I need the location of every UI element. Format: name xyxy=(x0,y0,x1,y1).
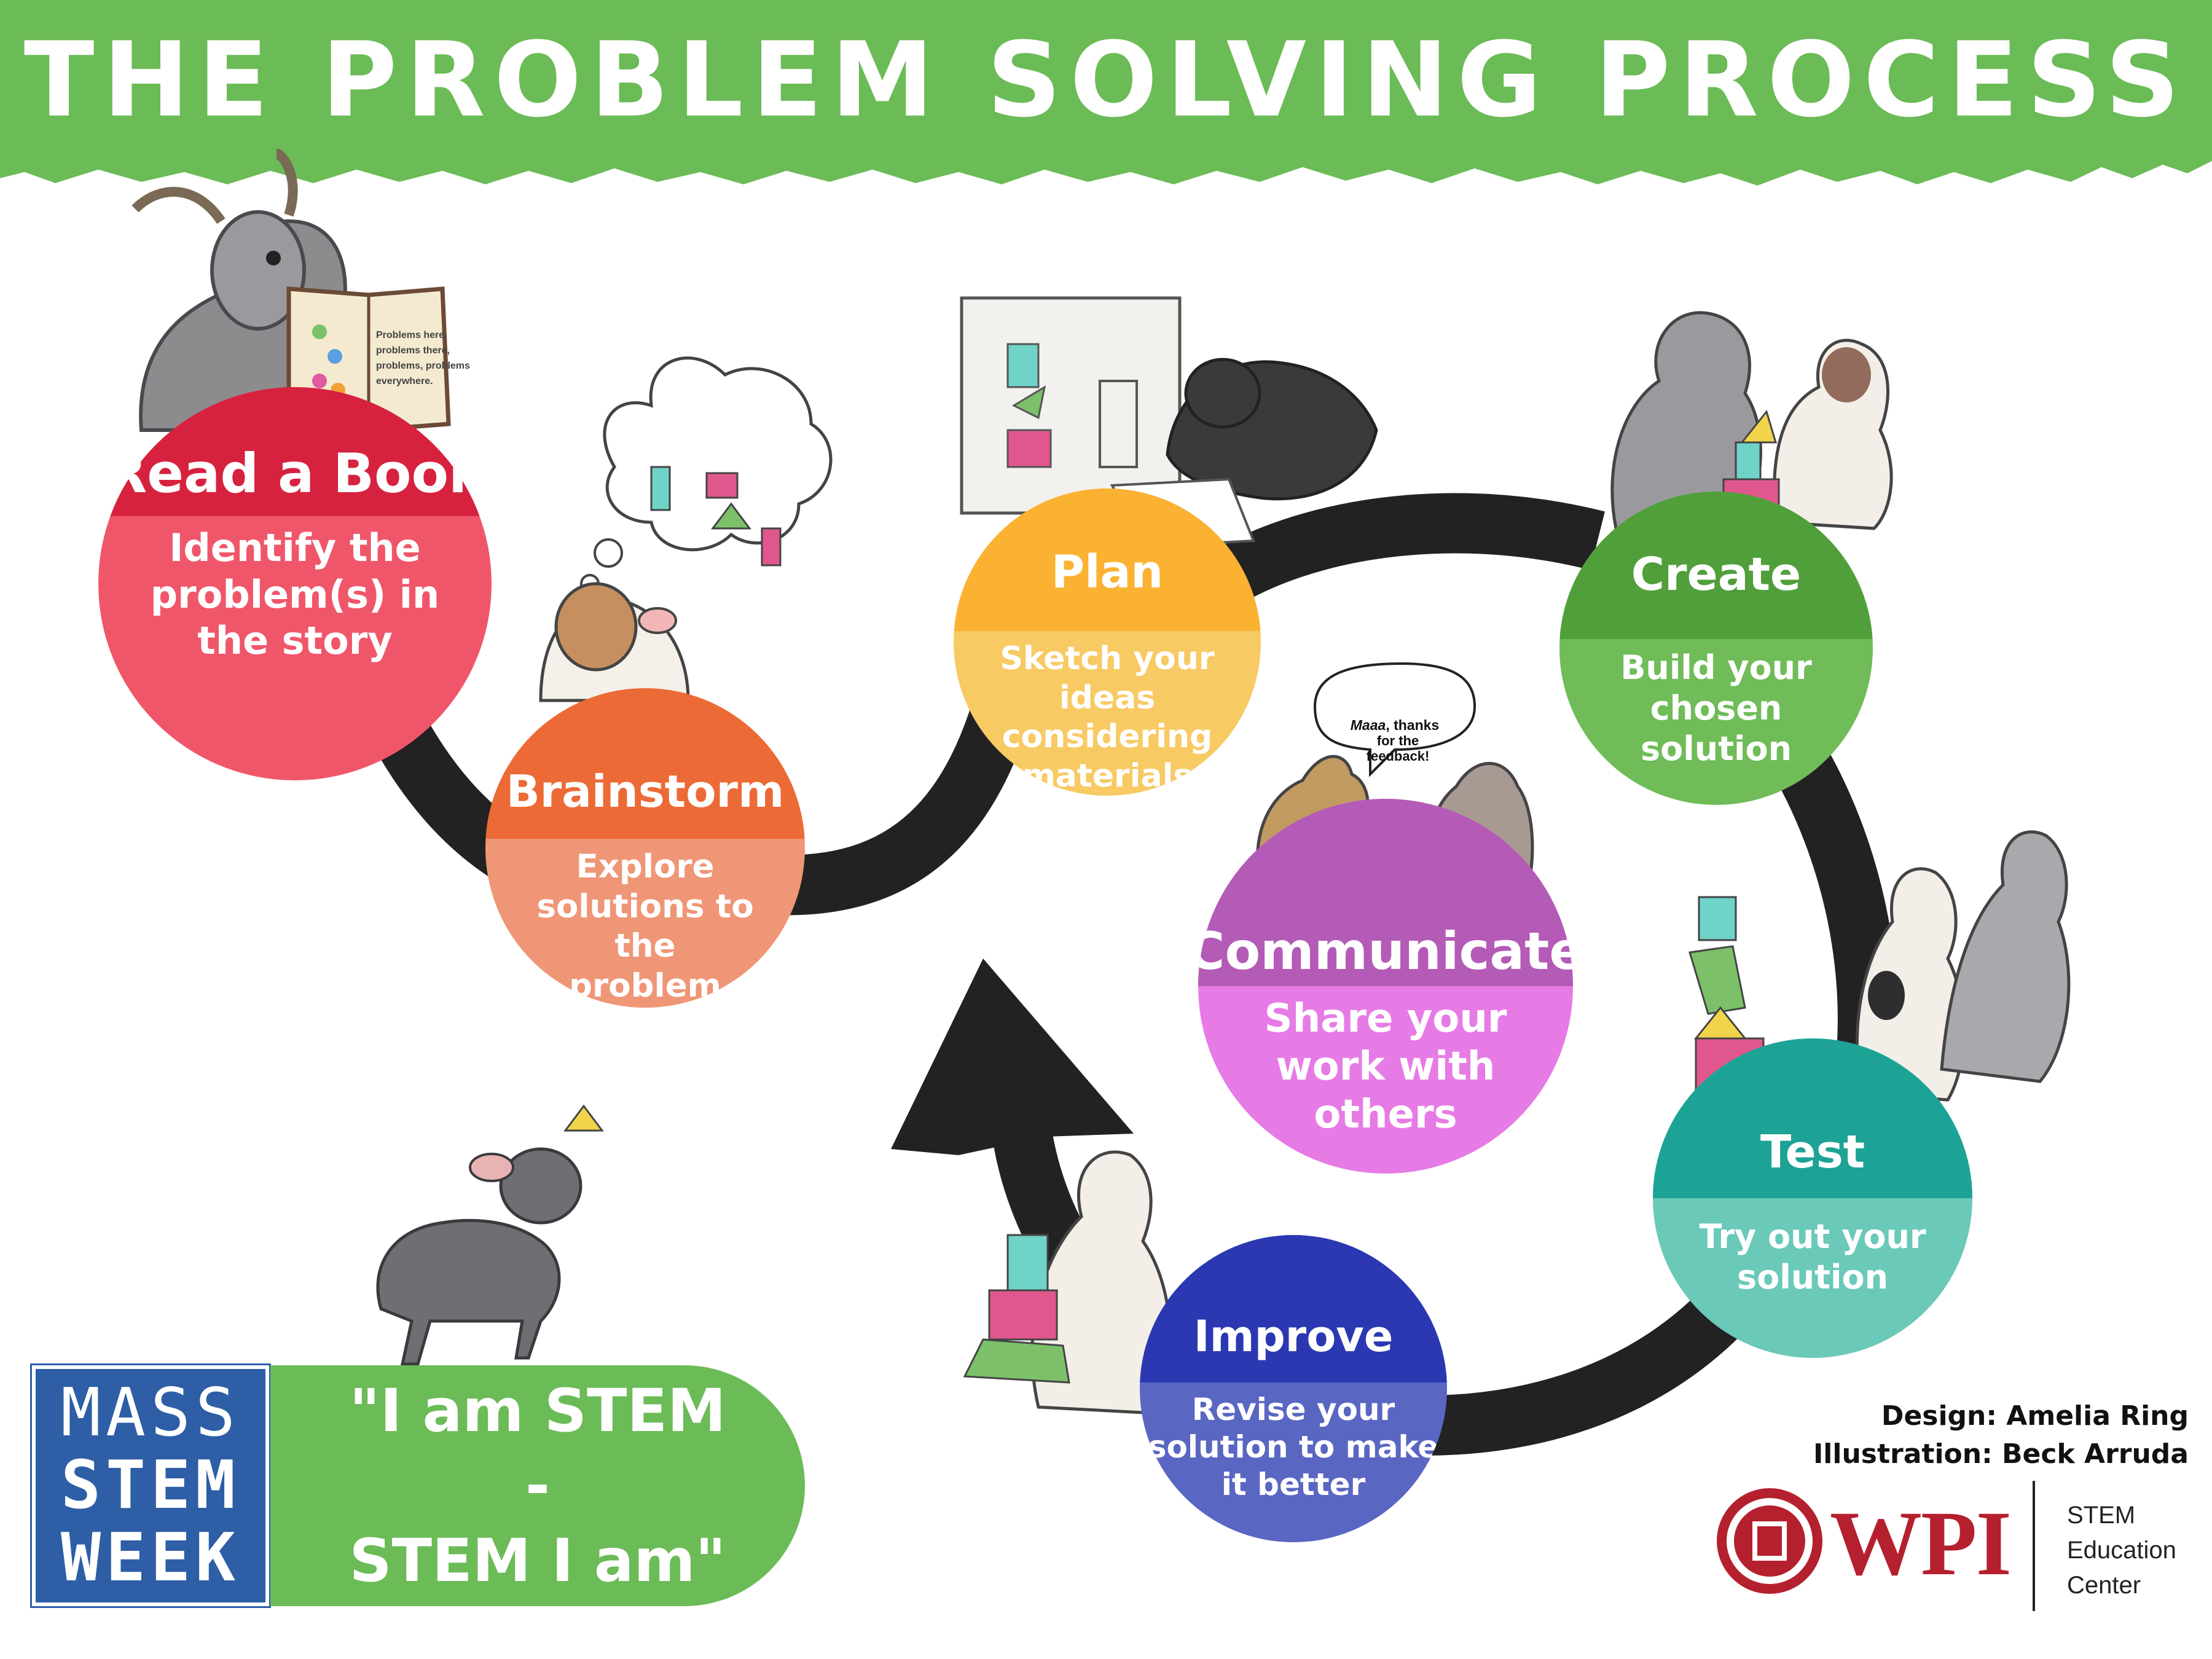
building-goats-illustration xyxy=(1610,311,1893,530)
improving-goat-illustration xyxy=(963,1150,1172,1415)
walking-goat-illustration xyxy=(376,1104,604,1366)
sketching-goat-illustration xyxy=(960,296,1378,549)
logo-line: MASS xyxy=(60,1375,241,1451)
slogan-banner: "I am STEM - STEM I am" xyxy=(270,1365,805,1606)
illustration-credit: Illustration: Beck Arruda xyxy=(1813,1438,2189,1470)
sketch-note-line: everywhere. xyxy=(376,376,433,386)
credits: Design: Amelia Ring Illustration: Beck A… xyxy=(1813,1397,2189,1473)
design-credit: Design: Amelia Ring xyxy=(1881,1400,2189,1432)
page-title: THE PROBLEM SOLVING PROCESS xyxy=(23,20,2189,140)
speech-bubble-text: Maaa, thanks xyxy=(1351,717,1439,733)
step-title: Read a Book xyxy=(98,387,492,516)
thinking-goat-illustration xyxy=(539,356,833,702)
wpi-seal-icon xyxy=(1717,1488,1822,1594)
logo-line: WEEK xyxy=(60,1520,241,1596)
stem-education-center-label: STEM Education Center xyxy=(2067,1502,2176,1599)
mass-stem-week-logo: MASS STEM WEEK xyxy=(30,1363,271,1608)
wpi-logo: WPI xyxy=(1830,1492,2012,1594)
slogan-line: STEM I am" xyxy=(349,1526,726,1595)
header-banner xyxy=(0,0,2212,186)
sketch-note-line: problems there, xyxy=(376,345,450,356)
sketch-note-line: problems, problems xyxy=(376,361,470,371)
loop-arrowhead xyxy=(891,959,1134,1155)
sketch-note-line: Problems here, xyxy=(376,330,447,340)
speech-bubble-text: feedback! xyxy=(1367,748,1430,764)
speech-bubble-text: for the xyxy=(1377,733,1419,748)
logo-divider xyxy=(2033,1481,2035,1611)
slogan-line: - xyxy=(525,1451,550,1520)
slogan-line: "I am STEM xyxy=(349,1376,726,1445)
logo-line: STEM xyxy=(60,1447,241,1524)
testing-goats-illustration xyxy=(1688,830,2071,1102)
